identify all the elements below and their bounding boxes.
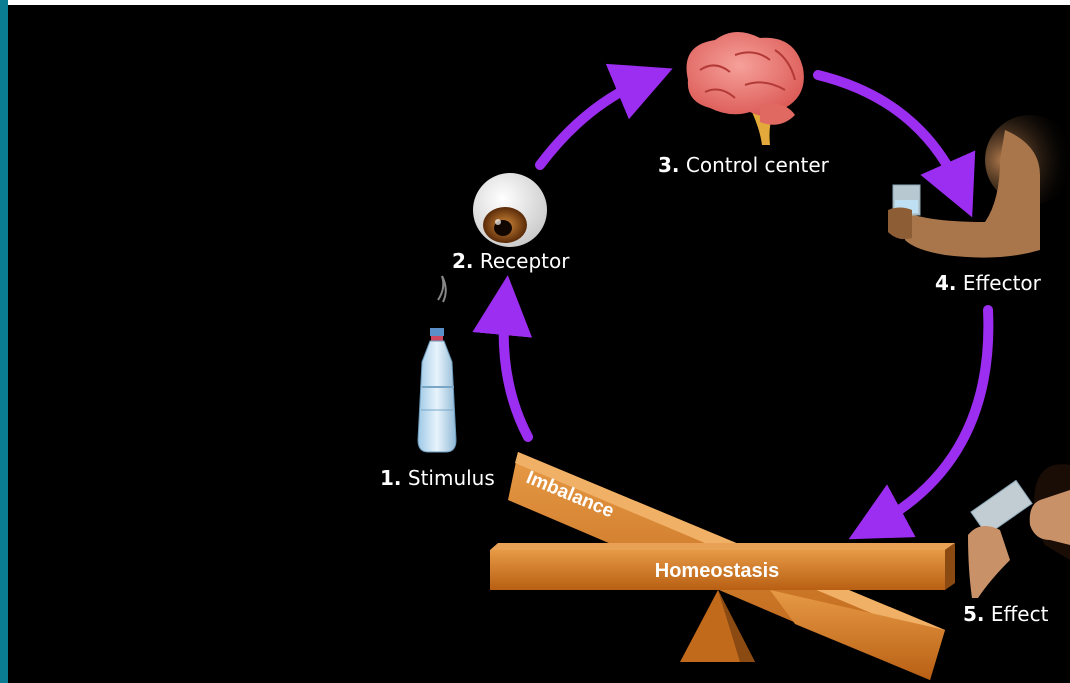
brain-icon <box>686 31 804 145</box>
arm-holding-glass-icon <box>888 115 1070 258</box>
step-number: 1. <box>380 466 402 490</box>
seesaw-fulcrum-shade <box>718 590 755 662</box>
step-number: 2. <box>452 249 474 273</box>
step-label-stimulus: 1. Stimulus <box>380 466 495 490</box>
arrow-control-to-effector <box>813 70 976 218</box>
person-drinking-icon <box>968 464 1070 598</box>
cycle-arrows <box>472 63 994 540</box>
step-name: Effector <box>962 271 1041 295</box>
step-label-effect: 5. Effect <box>963 602 1048 626</box>
water-bottle-icon <box>417 275 457 453</box>
eye-icon <box>473 173 547 247</box>
step-label-control-center: 3. Control center <box>658 153 829 177</box>
step-name: Control center <box>685 153 829 177</box>
arrow-receptor-to-control <box>535 63 673 170</box>
step-name: Stimulus <box>407 466 495 490</box>
arrow-stimulus-to-receptor <box>472 275 533 442</box>
top-border <box>0 0 1070 5</box>
step-number: 5. <box>963 602 985 626</box>
step-label-effector: 4. Effector <box>935 271 1041 295</box>
left-accent-bar <box>0 0 8 683</box>
step-name: Receptor <box>479 249 570 273</box>
step-name: Effect <box>990 602 1049 626</box>
step-number: 4. <box>935 271 957 295</box>
seesaw <box>490 452 955 680</box>
homeostasis-plank <box>490 550 945 590</box>
step-number: 3. <box>658 153 680 177</box>
homeostasis-label: Homeostasis <box>655 560 780 582</box>
step-label-receptor: 2. Receptor <box>452 249 569 273</box>
arrow-effector-to-effect <box>848 305 994 540</box>
